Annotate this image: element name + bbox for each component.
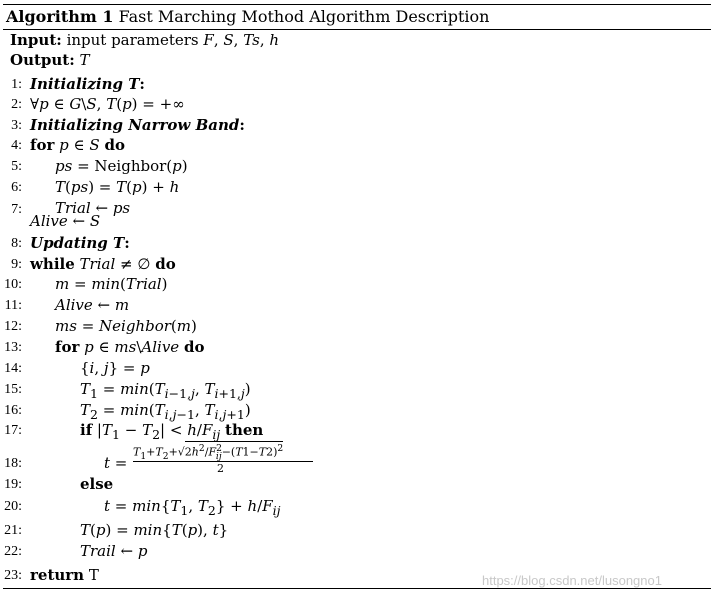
line-number-23: 23: — [4, 568, 22, 583]
line-number-11: 11: — [4, 298, 22, 313]
line-number-9: 9: — [11, 257, 22, 272]
watermark: https://blog.csdn.net/lusongno1 — [482, 573, 662, 588]
line-number-21: 21: — [4, 523, 22, 538]
line-number-5: 5: — [11, 159, 22, 174]
line-6: T(ps) = T(p) + h — [55, 178, 180, 196]
line-19: else — [80, 475, 114, 493]
line-20: t = min{T1, T2} + h/Fij — [104, 497, 281, 518]
line-5: ps = Neighbor(p) — [55, 157, 188, 175]
line-3: Initializing Narrow Band: — [30, 116, 245, 134]
line-number-10: 10: — [4, 277, 22, 292]
line-17: if |T1 − T2| < h/Fij then — [80, 421, 264, 442]
title-rule — [3, 29, 711, 30]
line-10: m = min(Trial) — [55, 275, 168, 293]
line-number-13: 13: — [4, 340, 22, 355]
line-number-17: 17: — [4, 423, 22, 438]
line-number-7: 7: — [11, 202, 22, 217]
line-12: ms = Neighbor(m) — [55, 317, 197, 335]
algorithm-title: Algorithm 1 Fast Marching Mothod Algorit… — [6, 7, 489, 26]
line-8: Updating T: — [30, 234, 130, 252]
line-number-18: 18: — [4, 456, 22, 471]
line-number-20: 20: — [4, 499, 22, 514]
algorithm-caption: Fast Marching Mothod Algorithm Descripti… — [118, 7, 490, 26]
line-13: for p ∈ ms\Alive do — [55, 338, 205, 356]
algorithm-label: Algorithm 1 — [6, 7, 114, 26]
line-21: T(p) = min{T(p), t} — [80, 521, 229, 539]
line-11: Alive ← m — [55, 296, 130, 314]
line-9: while Trial ≠ ∅ do — [30, 255, 176, 273]
line-number-6: 6: — [11, 180, 22, 195]
output-label: Output: — [10, 51, 75, 69]
line-14: {i, j} = p — [80, 359, 150, 377]
line-number-2: 2: — [11, 97, 22, 112]
line-16: T2 = min(Ti,j−1, Ti,j+1) — [80, 401, 251, 422]
line-number-15: 15: — [4, 382, 22, 397]
line-number-4: 4: — [11, 138, 22, 153]
line-1: Initializing T: — [30, 75, 145, 93]
line-number-22: 22: — [4, 544, 22, 559]
bottom-rule — [3, 588, 711, 589]
line-number-8: 8: — [11, 236, 22, 251]
line-number-14: 14: — [4, 361, 22, 376]
line-7b: Alive ← S — [30, 212, 101, 230]
line-7a: Trial ← ps — [55, 199, 131, 217]
line-4: for p ∈ S do — [30, 136, 125, 154]
input-label: Input: — [10, 31, 62, 49]
line-number-16: 16: — [4, 403, 22, 418]
line-2: ∀p ∈ G\S, T(p) = +∞ — [30, 95, 185, 113]
line-number-12: 12: — [4, 319, 22, 334]
top-rule — [3, 4, 711, 5]
line-22: Trail ← p — [80, 542, 148, 560]
line-number-3: 3: — [11, 118, 22, 133]
line-18-fraction: T1+T2+√2h2/F2ij−(T1−T2)2 2 — [133, 441, 313, 477]
line-number-19: 19: — [4, 477, 22, 492]
line-18-lhs: t = — [104, 454, 128, 472]
input-line: Input: input parameters F, S, Ts, h — [10, 31, 280, 49]
line-number-1: 1: — [11, 77, 22, 92]
output-line: Output: T — [10, 51, 90, 69]
line-23: return T — [30, 566, 99, 584]
line-15: T1 = min(Ti−1,j, Ti+1,j) — [80, 380, 251, 401]
